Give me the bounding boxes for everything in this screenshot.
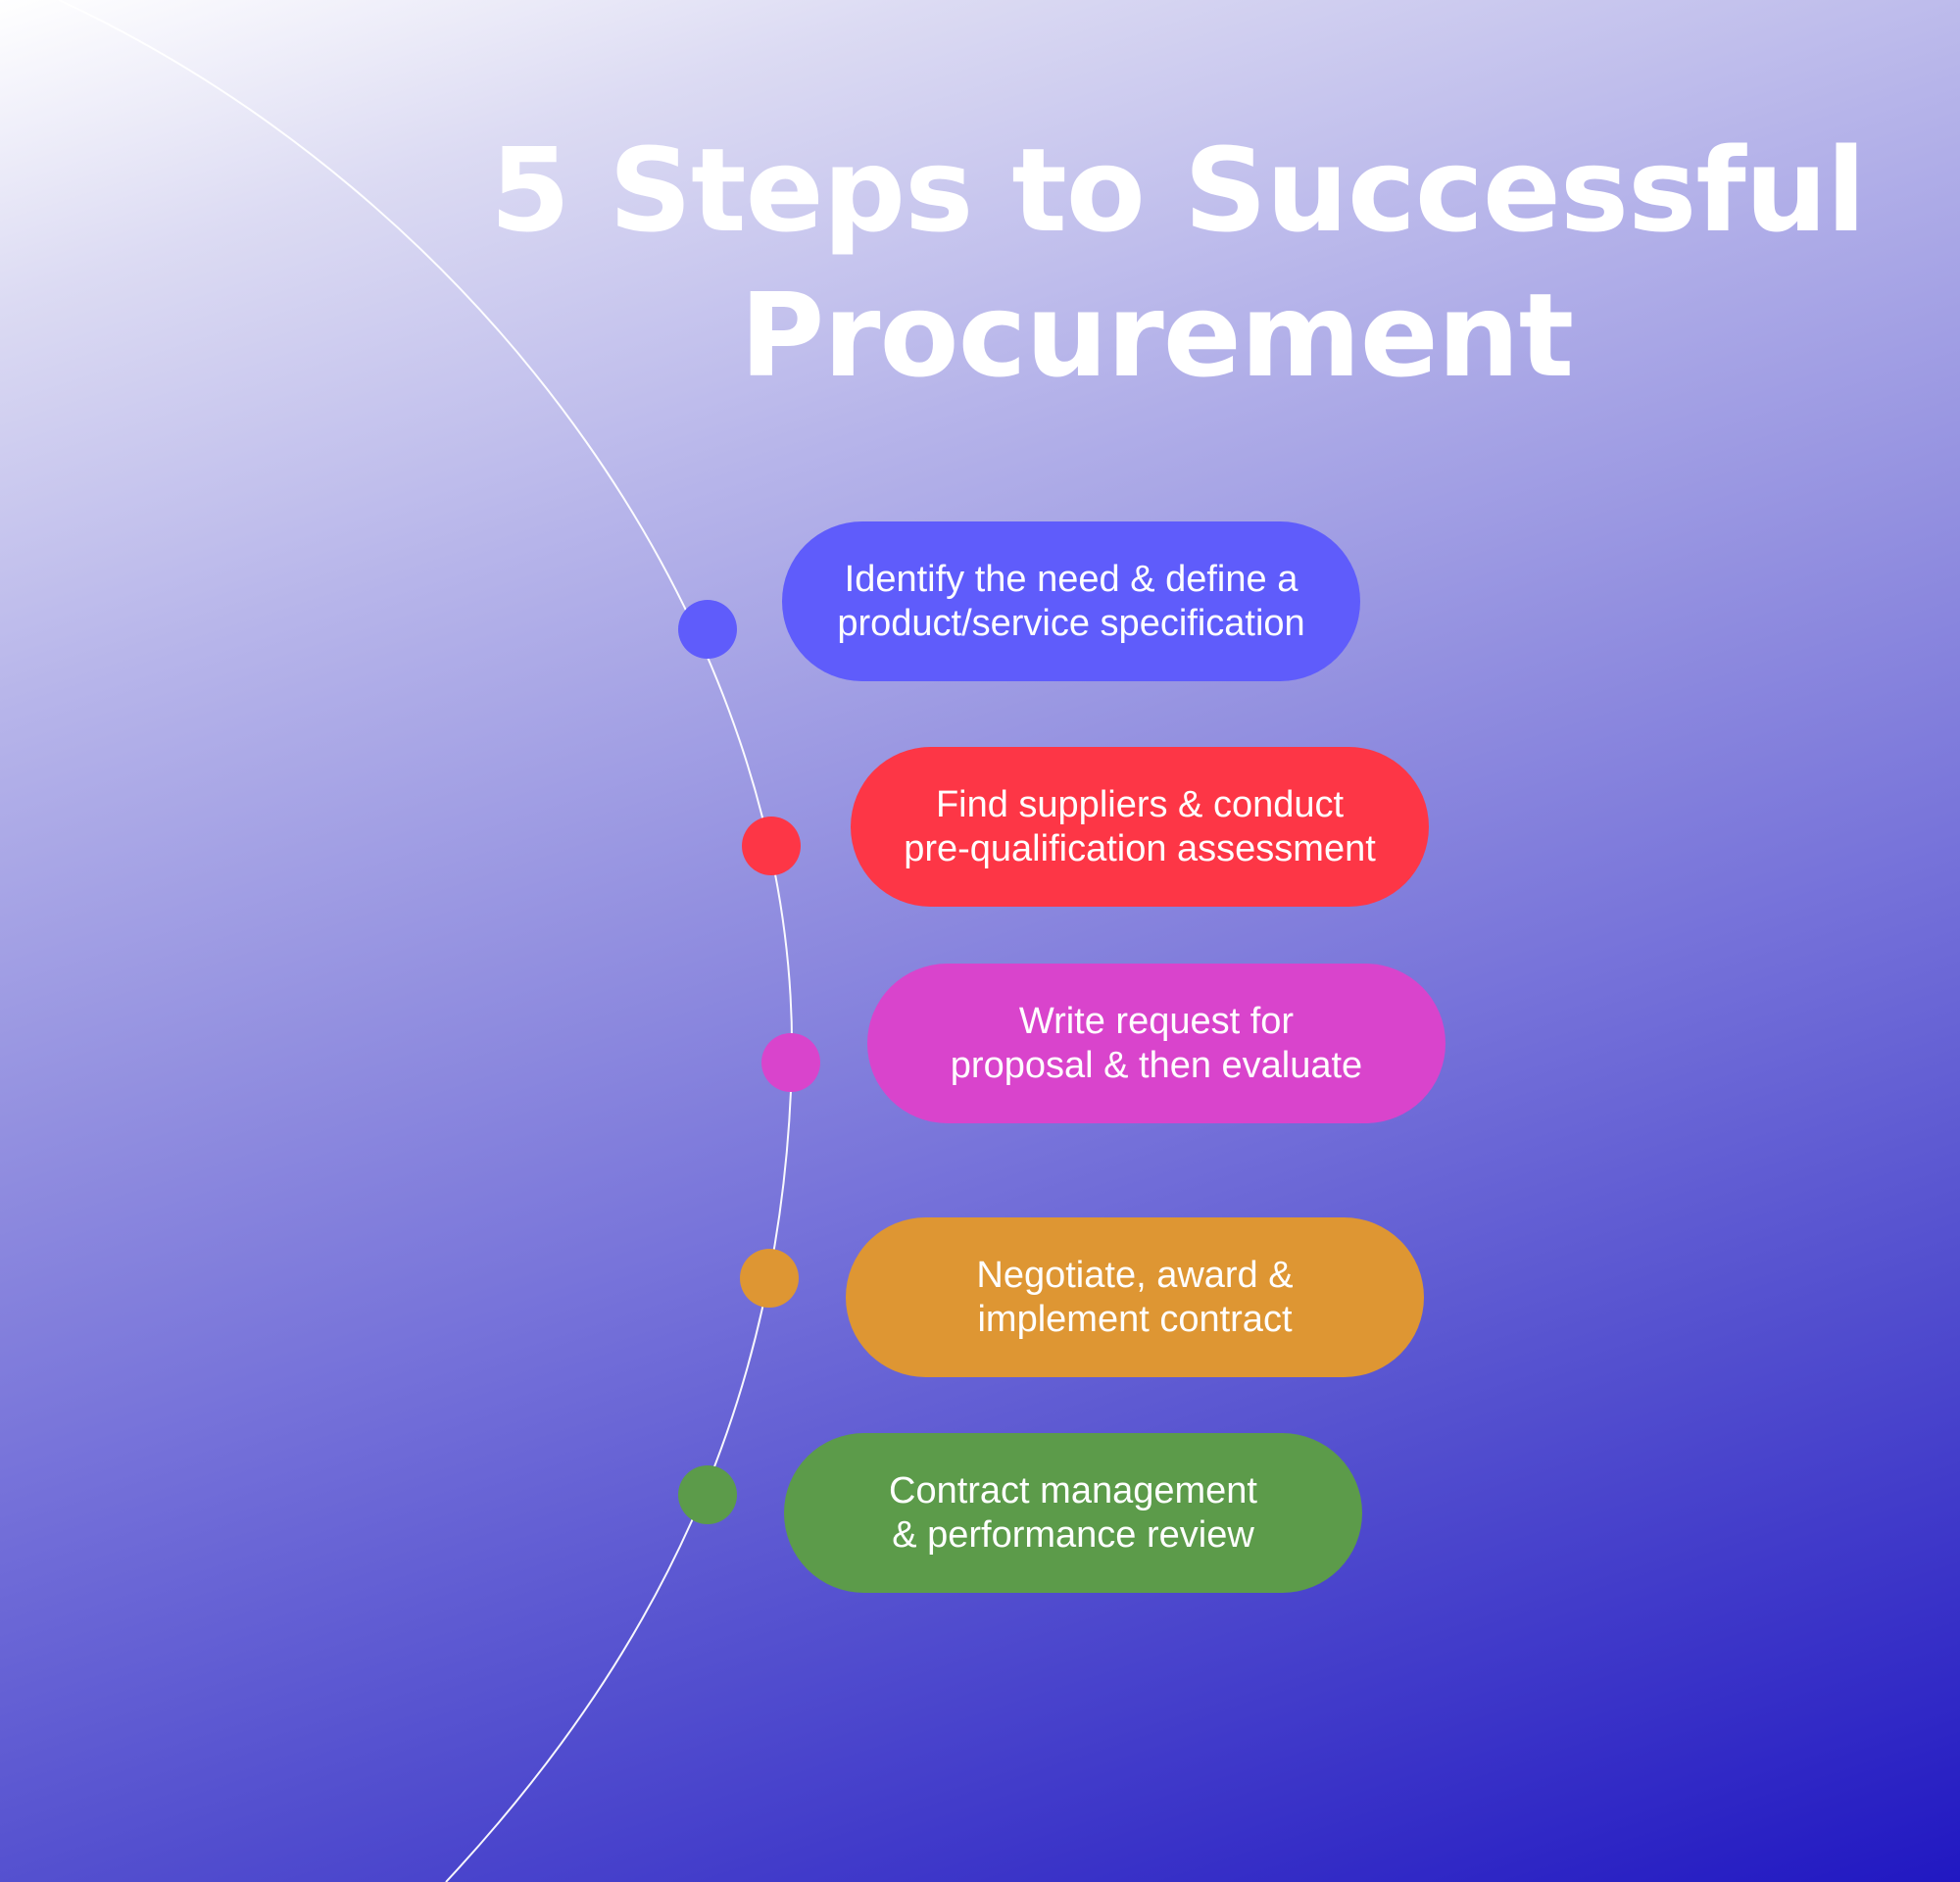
title-line-1: 5 Steps to Successful (490, 123, 1866, 258)
title-line-2: Procurement (739, 268, 1574, 403)
step-2-line-1: Find suppliers & conduct (935, 783, 1345, 825)
step-3-pill: Write request for proposal & then evalua… (867, 964, 1446, 1123)
page-title: 5 Steps to Successful Procurement (490, 118, 1866, 408)
step-3-line-1: Write request for (1018, 1000, 1295, 1042)
step-5-line-2: & performance review (892, 1513, 1254, 1556)
step-4-line-2: implement contract (977, 1298, 1293, 1340)
step-4-dot (740, 1249, 799, 1308)
step-1-line-1: Identify the need & define a (844, 558, 1298, 600)
step-5-line-1: Contract management (889, 1469, 1257, 1511)
step-5-pill: Contract management & performance review (784, 1433, 1362, 1593)
step-1-dot (678, 600, 737, 659)
step-2-pill: Find suppliers & conduct pre-qualificati… (851, 747, 1429, 907)
step-4-pill: Negotiate, award & implement contract (846, 1217, 1424, 1377)
step-3-dot (761, 1033, 820, 1092)
step-3-line-2: proposal & then evaluate (950, 1044, 1363, 1086)
step-4-line-1: Negotiate, award & (976, 1254, 1294, 1296)
step-2-line-2: pre-qualification assessment (904, 827, 1376, 869)
step-1-line-2: product/service specification (837, 602, 1305, 644)
step-1-pill: Identify the need & define a product/ser… (782, 521, 1360, 681)
step-5-dot (678, 1465, 737, 1524)
step-2-dot (742, 817, 801, 875)
